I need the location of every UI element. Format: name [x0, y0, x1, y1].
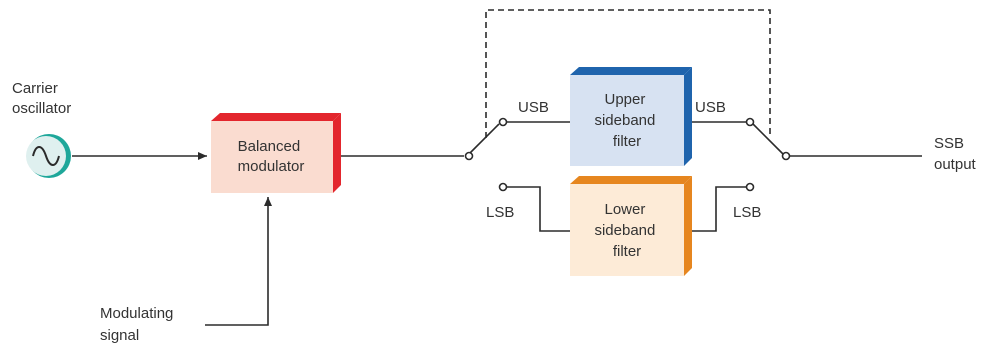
- carrier-oscillator-label: Carrier oscillator: [12, 80, 71, 117]
- upper-filter-label: Upper sideband filter: [594, 91, 659, 150]
- output-selector-switch: [745, 117, 791, 192]
- upper-sideband-filter-block: Upper sideband filter: [570, 67, 692, 166]
- sine-wave-icon: [32, 146, 60, 166]
- lsb-output-label: LSB: [733, 204, 761, 221]
- input-selector-switch: [464, 117, 508, 192]
- switch-to-lower-filter-wire: [507, 186, 570, 232]
- lower-filter-line-2: sideband: [594, 222, 655, 239]
- carrier-oscillator: [26, 134, 71, 178]
- modulating-label-line-2: signal: [100, 327, 139, 344]
- upper-filter-line-3: filter: [613, 133, 641, 150]
- usb-input-label: USB: [518, 99, 549, 116]
- lower-filter-line-1: Lower: [604, 201, 645, 218]
- modulating-signal-label: Modulating signal: [100, 305, 178, 344]
- lower-filter-label: Lower sideband filter: [594, 201, 659, 260]
- balanced-modulator-block: Balanced modulator: [211, 113, 341, 193]
- ssb-output-label: SSB output: [934, 135, 977, 173]
- upper-filter-line-1: Upper: [604, 91, 645, 108]
- balanced-modulator-label: Balanced modulator: [238, 138, 305, 175]
- balanced-modulator-line-2: modulator: [238, 158, 305, 175]
- lower-sideband-filter-block: Lower sideband filter: [570, 176, 692, 276]
- modulating-label-line-1: Modulating: [100, 305, 173, 322]
- balanced-modulator-line-1: Balanced: [238, 138, 301, 155]
- lower-filter-line-3: filter: [613, 243, 641, 260]
- gang-linkage-dashed: [485, 9, 771, 138]
- ssb-output-line-2: output: [934, 156, 977, 173]
- lsb-input-label: LSB: [486, 204, 514, 221]
- lower-filter-to-switch-wire: [692, 186, 746, 232]
- modulating-signal-arrow: [205, 197, 272, 326]
- ssb-output-line-1: SSB: [934, 135, 964, 152]
- upper-filter-line-2: sideband: [594, 112, 655, 129]
- carrier-label-line-1: Carrier: [12, 80, 58, 97]
- carrier-label-line-2: oscillator: [12, 100, 71, 117]
- usb-output-label: USB: [695, 99, 726, 116]
